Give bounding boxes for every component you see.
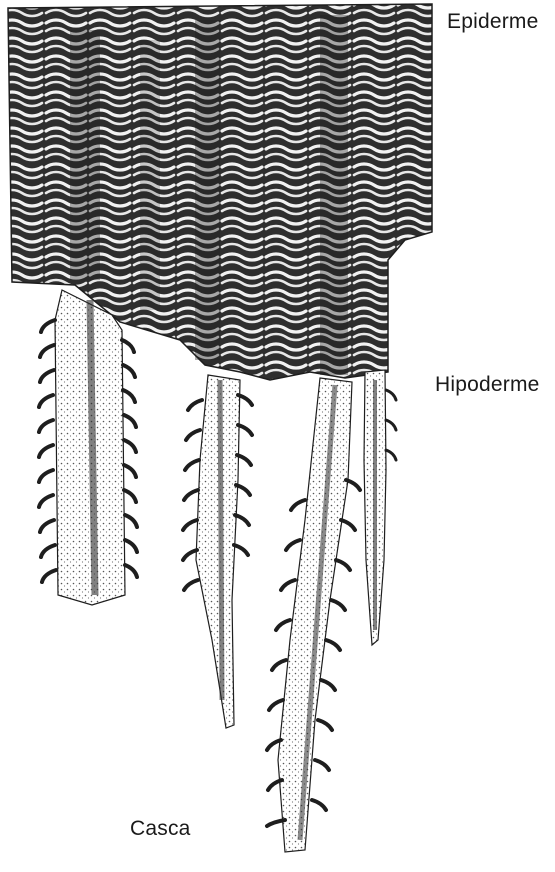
hair-shaft-4 [364, 370, 396, 645]
hair-shaft-1 [39, 290, 137, 605]
label-casca: Casca [130, 817, 191, 841]
hair-shaft-3 [267, 378, 360, 852]
label-hipoderme: Hipoderme [435, 373, 540, 397]
hair-shaft-2 [183, 375, 252, 728]
label-epiderme: Epiderme [447, 10, 538, 34]
